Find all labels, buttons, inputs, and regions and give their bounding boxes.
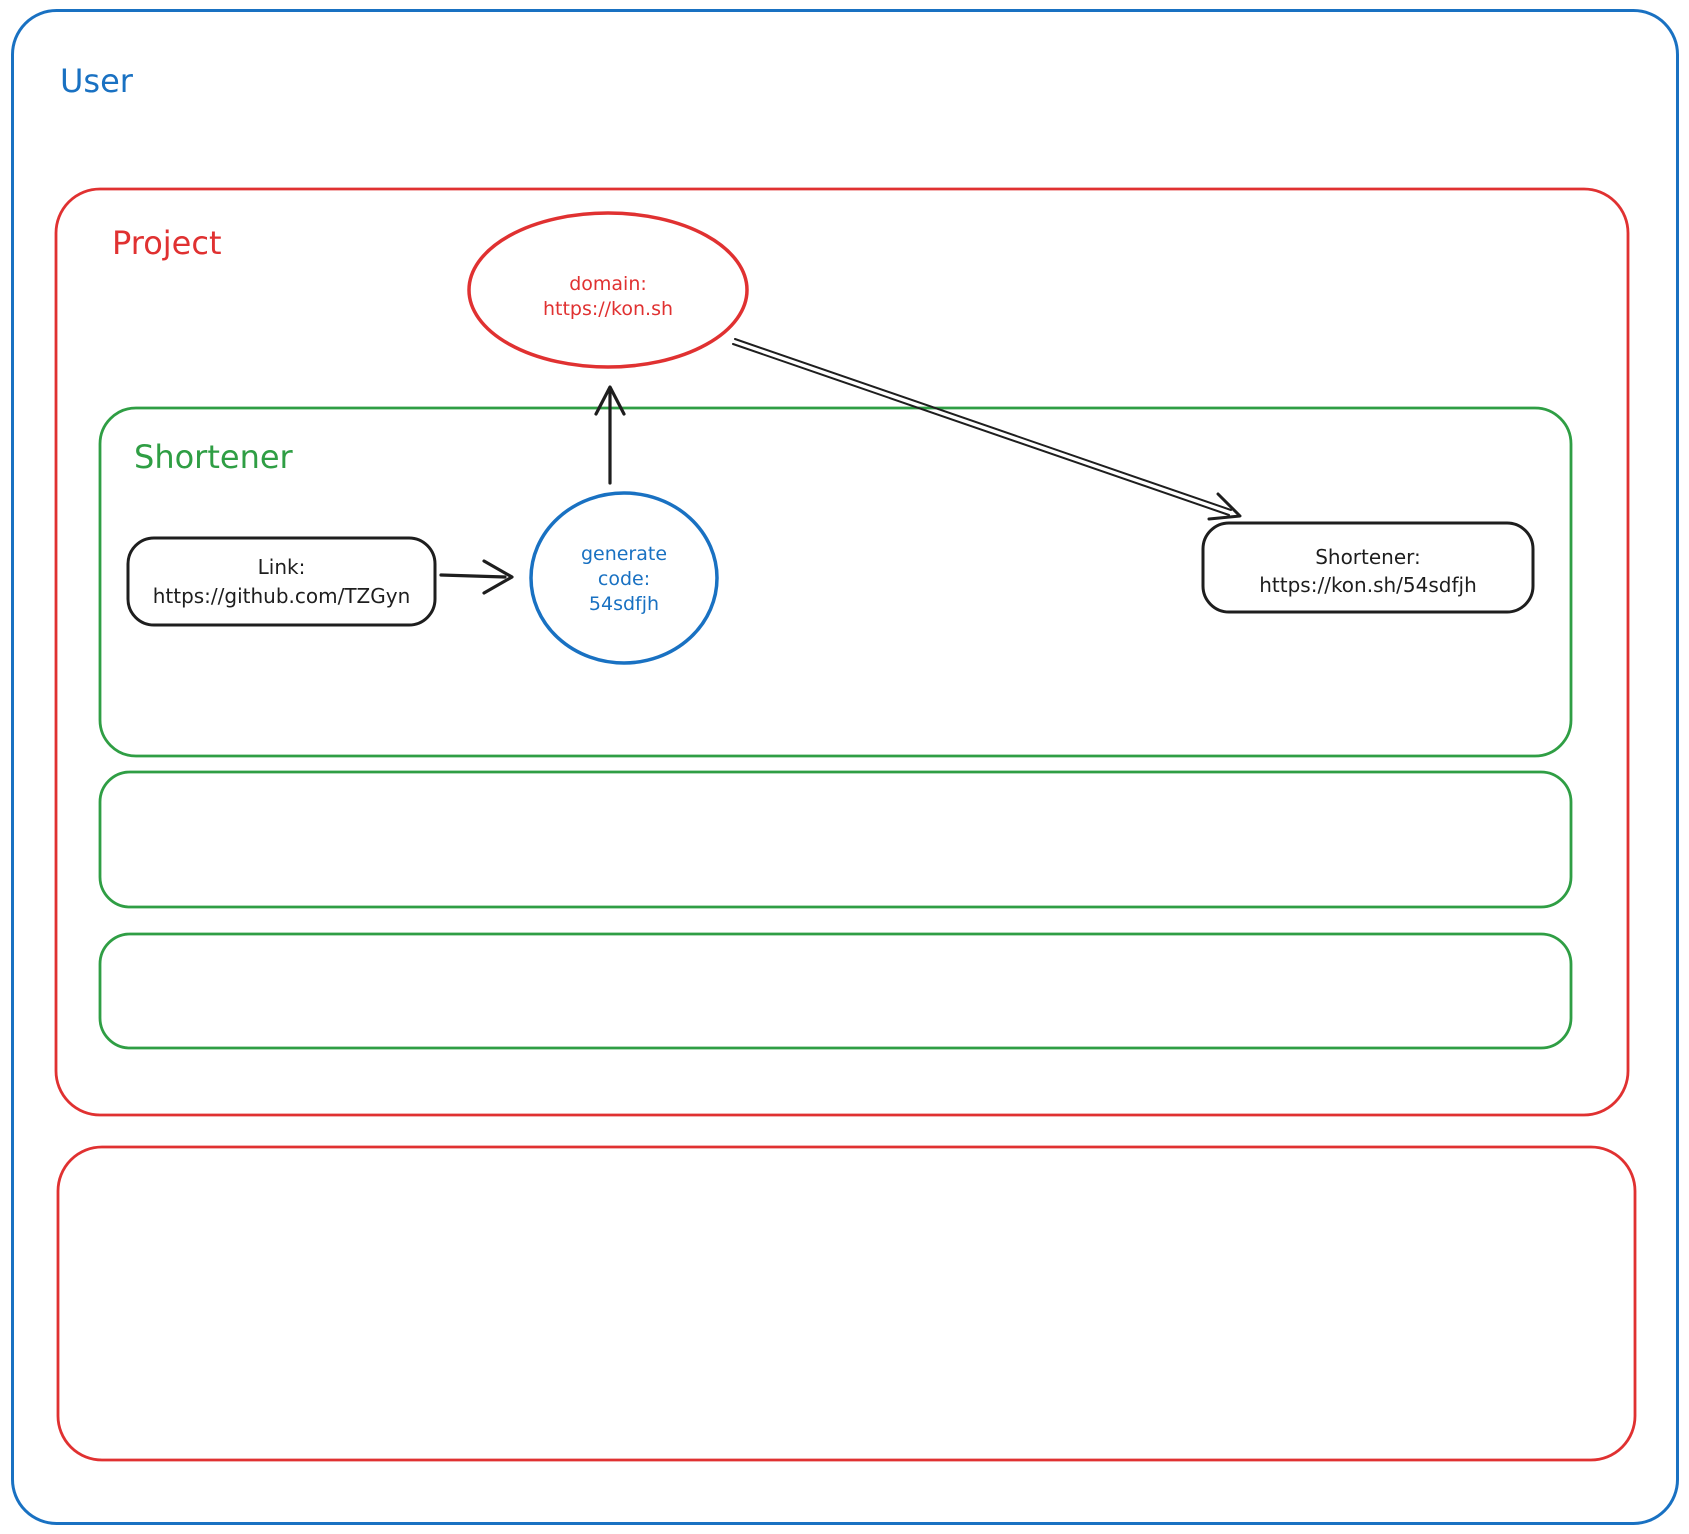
domain-line-1: domain: bbox=[569, 273, 647, 295]
arrow-code-to-domain bbox=[594, 385, 626, 485]
user-container-box bbox=[11, 9, 1679, 1525]
generate-code-text: generate code: 54sdfjh bbox=[531, 542, 717, 617]
domain-ellipse bbox=[467, 211, 749, 369]
shortener-container-box bbox=[98, 406, 1573, 758]
domain-line-2: https://kon.sh bbox=[542, 298, 674, 320]
result-node-text: Shortener: https://kon.sh/54sdfjh bbox=[1203, 543, 1533, 599]
project-container-box bbox=[54, 187, 1630, 1117]
generate-code-circle bbox=[529, 491, 719, 665]
result-line-1: Shortener: bbox=[1315, 545, 1421, 569]
link-node-box bbox=[126, 536, 437, 627]
shortener-label: Shortener bbox=[134, 438, 293, 476]
project-label: Project bbox=[112, 224, 222, 262]
result-line-2: https://kon.sh/54sdfjh bbox=[1259, 573, 1477, 597]
empty-green-box-2 bbox=[98, 932, 1573, 1050]
arrow-domain-to-result bbox=[732, 338, 1242, 521]
code-line-2: code: bbox=[597, 568, 651, 590]
link-line-2: https://github.com/TZGyn bbox=[152, 584, 411, 608]
user-label: User bbox=[60, 62, 133, 100]
code-line-1: generate bbox=[580, 543, 668, 565]
bottom-red-box bbox=[56, 1145, 1637, 1462]
arrow-link-to-code bbox=[439, 559, 514, 595]
link-line-1: Link: bbox=[257, 555, 306, 579]
code-line-3: 54sdfjh bbox=[588, 593, 660, 615]
result-node-box bbox=[1201, 521, 1535, 614]
link-node-text: Link: https://github.com/TZGyn bbox=[128, 553, 435, 611]
empty-green-box-1 bbox=[98, 770, 1573, 909]
domain-ellipse-text: domain: https://kon.sh bbox=[468, 272, 748, 322]
